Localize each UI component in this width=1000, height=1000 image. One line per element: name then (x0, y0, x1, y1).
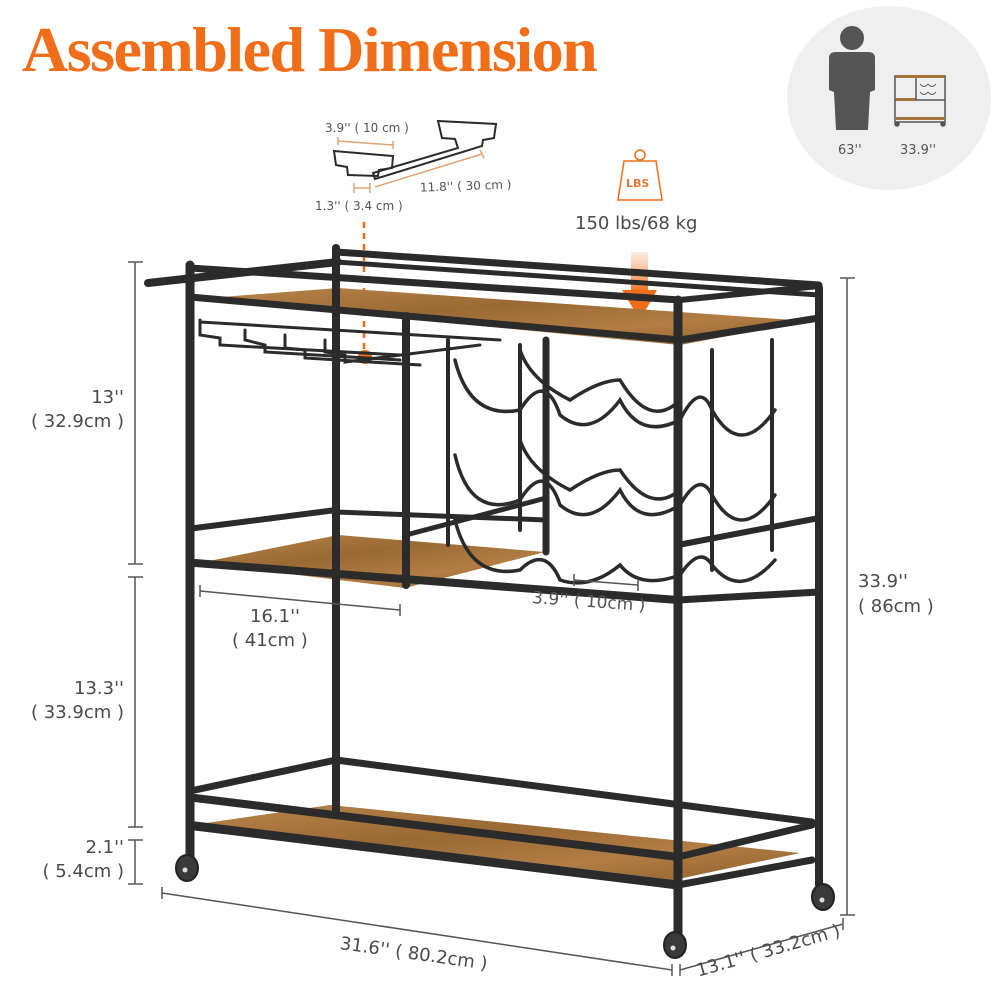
caster-wheel-icon (175, 854, 835, 959)
wheel-clearance-cm: ( 5.4cm ) (42, 861, 124, 882)
wheel-clearance-in: 2.1'' (85, 837, 124, 858)
page-title: Assembled Dimension (22, 14, 598, 85)
bar-cart-frame (144, 244, 823, 940)
weight-lbs-icon (617, 149, 663, 201)
middle-shelf-width-cm: ( 41cm ) (232, 630, 308, 651)
middle-shelf-height-cm: ( 33.9cm ) (31, 702, 124, 723)
cart-height-label: 33.9'' (900, 143, 937, 158)
person-silhouette-icon (829, 26, 875, 130)
lbs-icon-text: LBS (626, 177, 650, 190)
glass-holder-gap-label: 1.3'' ( 3.4 cm ) (315, 199, 403, 213)
upper-shelf-height-cm: ( 32.9cm ) (31, 411, 124, 432)
total-height-cm: ( 86cm ) (858, 596, 934, 617)
upper-shelf-height-in: 13'' (91, 387, 124, 408)
person-height-label: 63'' (838, 143, 862, 158)
middle-shelf-height-in: 13.3'' (74, 678, 124, 699)
glass-holder-detail-drawing (332, 119, 498, 181)
middle-shelf-width-in: 16.1'' (250, 606, 300, 627)
bar-cart-thumbnail-icon (894, 75, 946, 127)
glass-holder-dim-lines (337, 137, 485, 193)
glass-holder-width-label: 3.9'' ( 10 cm ) (325, 121, 409, 135)
total-height-in: 33.9'' (858, 571, 908, 592)
glass-holder-length-label: 11.8'' ( 30 cm ) (419, 177, 512, 195)
dimension-lines (128, 261, 855, 976)
size-comparison-badge (787, 6, 991, 190)
load-capacity-label: 150 lbs/68 kg (575, 213, 698, 234)
